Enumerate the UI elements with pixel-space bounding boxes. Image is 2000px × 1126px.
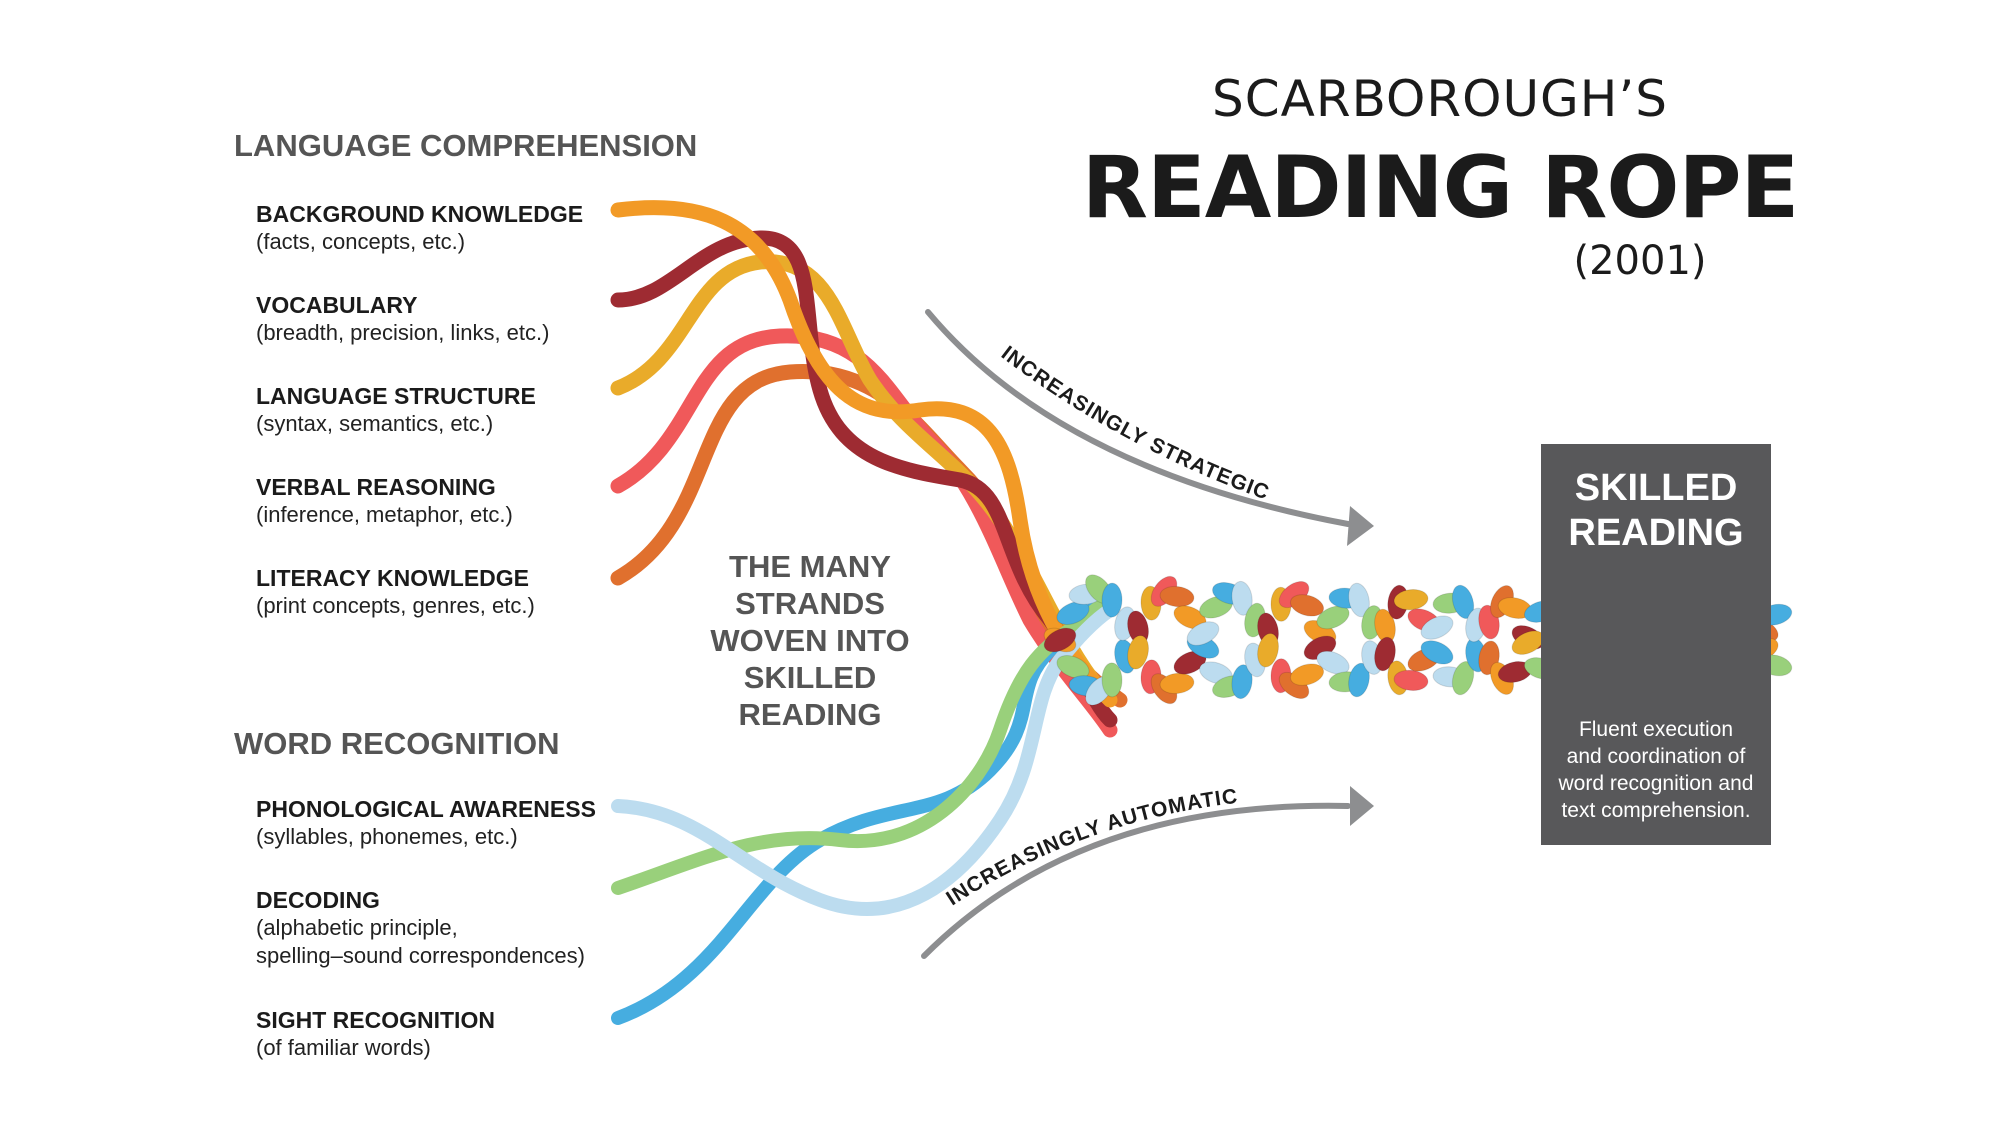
rope-segment (1056, 601, 1090, 626)
strand-name: VERBAL REASONING (256, 474, 496, 500)
caption-line: WOVEN INTO (710, 623, 910, 658)
arrow-label-strategic: INCREASINGLY STRATEGIC (997, 342, 1273, 505)
rope-segment (1231, 664, 1253, 700)
rope-segment (1316, 650, 1350, 675)
rope-segment (1420, 615, 1454, 640)
strand-detail: (syntax, semantics, etc.) (256, 411, 494, 436)
rope-segment (1289, 594, 1325, 617)
skilled-reading-box: SKILLED READING Fluent execution and coo… (1541, 444, 1771, 845)
rope-segment (1393, 589, 1429, 611)
rope-segment (1348, 662, 1370, 698)
language-comprehension-heading: LANGUAGE COMPREHENSION (234, 128, 698, 163)
caption-line: STRANDS (735, 586, 885, 621)
strand-label-sight-recognition: SIGHT RECOGNITION (of familiar words) (256, 1006, 495, 1062)
rope-segment (1420, 640, 1454, 665)
strand-name: BACKGROUND KNOWLEDGE (256, 201, 584, 227)
strand-name: LITERACY KNOWLEDGE (256, 565, 530, 591)
caption-line: SKILLED (743, 660, 877, 695)
rope-segment (1101, 662, 1123, 698)
arrow-shaft-lower (921, 802, 1351, 959)
increasingly-automatic-arrow: INCREASINGLY AUTOMATIC (921, 785, 1374, 959)
rope-segment (1257, 632, 1279, 668)
strand-detail: (print concepts, genres, etc.) (256, 593, 535, 618)
description-line: word recognition and (1558, 772, 1754, 795)
rope-segment (1231, 580, 1253, 616)
rope-segment (1056, 654, 1090, 679)
rope-segment (1043, 627, 1077, 653)
strand-name: DECODING (256, 887, 380, 913)
strand-label-vocabulary: VOCABULARY (breadth, precision, links, e… (256, 291, 549, 347)
page-title: READING ROPE (1081, 138, 1800, 238)
strand-name: PHONOLOGICAL AWARENESS (256, 796, 596, 822)
skilled-title-line: SKILLED (1574, 467, 1738, 509)
title-line-1: SCARBOROUGH’S (1211, 70, 1669, 128)
rope-segment (1289, 663, 1325, 686)
rope-segment (1101, 582, 1123, 618)
strand-detail: (alphabetic principle, (256, 915, 458, 940)
arrow-head-upper (1347, 506, 1374, 546)
strand-detail: (inference, metaphor, etc.) (256, 502, 513, 527)
skilled-reading-title: SKILLED READING (1541, 466, 1771, 556)
caption-line: THE MANY (729, 549, 891, 584)
rope-segment (1159, 672, 1195, 695)
description-line: and coordination of (1566, 745, 1746, 768)
caption-line: READING (738, 697, 882, 732)
title-year: (2001) (1573, 238, 1707, 284)
strand-label-background-knowledge: BACKGROUND KNOWLEDGE (facts, concepts, e… (256, 200, 583, 256)
strand-label-phonological-awareness: PHONOLOGICAL AWARENESS (syllables, phone… (256, 795, 596, 851)
rope-segment (1374, 636, 1396, 672)
rope-segment (1159, 585, 1195, 608)
description-line: text comprehension. (1561, 799, 1751, 822)
strand-detail: (of familiar words) (256, 1035, 431, 1060)
strand-label-verbal-reasoning: VERBAL REASONING (inference, metaphor, e… (256, 473, 513, 529)
rope-segment (1348, 582, 1370, 618)
arrow-shaft-upper (925, 309, 1351, 527)
strand-label-language-structure: LANGUAGE STRUCTURE (syntax, semantics, e… (256, 382, 536, 438)
rope-segment (1186, 621, 1220, 646)
center-caption: THE MANY STRANDS WOVEN INTO SKILLED READ… (690, 548, 930, 733)
description-line: Fluent execution (1578, 718, 1734, 741)
strand-label-decoding: DECODING (alphabetic principle, spelling… (256, 886, 585, 970)
rope-segment (1316, 605, 1350, 630)
rope-segment (1127, 635, 1149, 670)
word-recognition-heading: WORD RECOGNITION (234, 726, 560, 761)
strand-name: LANGUAGE STRUCTURE (256, 383, 536, 409)
skilled-reading-description: Fluent execution and coordination of wor… (1547, 716, 1765, 824)
strand-detail: (facts, concepts, etc.) (256, 229, 466, 254)
strand-detail: (syllables, phonemes, etc.) (256, 824, 518, 849)
skilled-title-line: READING (1568, 512, 1744, 554)
strand-background-knowledge (610, 200, 1118, 708)
strand-name: VOCABULARY (256, 292, 418, 318)
rope-segment (1393, 669, 1429, 691)
arrow-head-lower (1350, 786, 1374, 826)
strand-label-literacy-knowledge: LITERACY KNOWLEDGE (print concepts, genr… (256, 564, 535, 620)
strand-detail: spelling–sound correspondences) (256, 943, 585, 968)
strand-detail: (breadth, precision, links, etc.) (256, 320, 550, 345)
strand-name: SIGHT RECOGNITION (256, 1007, 495, 1033)
